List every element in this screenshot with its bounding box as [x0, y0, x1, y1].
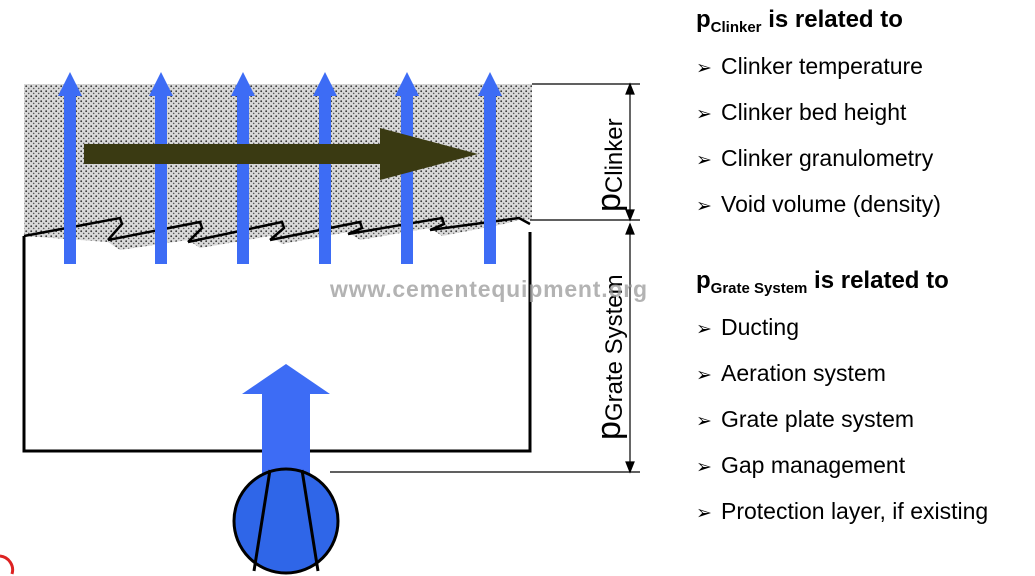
- list-item: ➢Protection layer, if existing: [696, 498, 989, 524]
- clinker-heading: pClinker is related to: [696, 6, 903, 36]
- arrowhead-bullet-icon: ➢: [696, 503, 712, 524]
- arrowhead-bullet-icon: ➢: [696, 319, 712, 340]
- list-item: ➢Ducting: [696, 314, 799, 340]
- grate-plates: [23, 216, 531, 244]
- corner-logo-fragment: [0, 554, 15, 575]
- p-grate-system-label: pGrate System: [590, 274, 628, 440]
- list-item: ➢Grate plate system: [696, 406, 915, 432]
- list-item: ➢Aeration system: [696, 360, 886, 386]
- air-flow-arrow: [231, 72, 255, 264]
- clinker-bed: [24, 84, 532, 250]
- arrowhead-bullet-icon: ➢: [696, 196, 712, 217]
- arrowhead-bullet-icon: ➢: [696, 58, 712, 79]
- grate-system-heading: pGrate System is related to: [696, 267, 949, 297]
- arrowhead-bullet-icon: ➢: [696, 104, 712, 125]
- supply-air-arrow: [242, 364, 330, 476]
- watermark: www.cementequipment.org: [330, 276, 648, 302]
- list-item: ➢Clinker bed height: [696, 99, 907, 125]
- arrowhead-bullet-icon: ➢: [696, 150, 712, 171]
- list-item: ➢Gap management: [696, 452, 906, 478]
- p-clinker-label: pClinker: [590, 118, 628, 212]
- air-flow-arrow: [478, 72, 502, 264]
- arrowhead-bullet-icon: ➢: [696, 365, 712, 386]
- arrowhead-bullet-icon: ➢: [696, 411, 712, 432]
- dimension-lines: [330, 82, 640, 474]
- list-item: ➢Clinker granulometry: [696, 145, 934, 171]
- fan-icon: [232, 467, 340, 575]
- air-flow-arrow: [149, 72, 173, 264]
- air-flow-arrow: [58, 72, 82, 264]
- air-flow-arrow: [313, 72, 337, 264]
- list-item: ➢Clinker temperature: [696, 53, 923, 79]
- list-item: ➢Void volume (density): [696, 191, 941, 217]
- arrowhead-bullet-icon: ➢: [696, 457, 712, 478]
- clinker-flow-arrow: [84, 128, 478, 180]
